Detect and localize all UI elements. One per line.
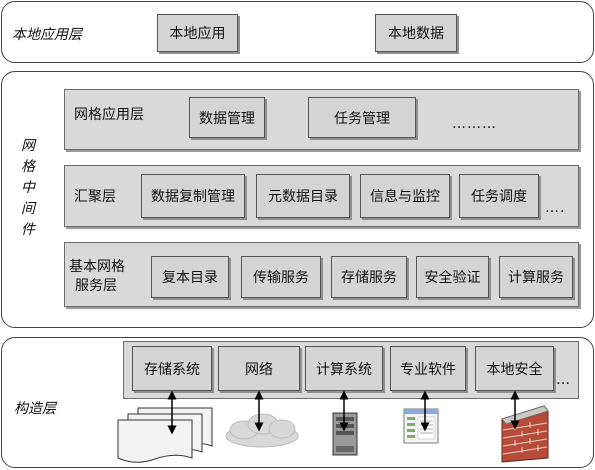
server-icon xyxy=(332,412,358,456)
fabric-layer-title: 构造层 xyxy=(14,401,56,417)
local-security-box: 本地安全 xyxy=(475,346,554,391)
data-management-box: 数据管理 xyxy=(189,97,265,138)
local-application-layer xyxy=(1,1,594,63)
grid-middleware-title-char: 中 xyxy=(21,180,35,196)
security-authentication-box: 安全验证 xyxy=(416,256,489,298)
basic-grid-services-band xyxy=(64,242,579,307)
task-scheduling-box: 任务调度 xyxy=(459,174,539,218)
documents-icon xyxy=(117,407,213,463)
information-monitoring-box: 信息与监控 xyxy=(360,174,450,218)
basic-grid-services-title-line1: 基本网格 xyxy=(69,259,125,275)
professional-software-box: 专业软件 xyxy=(390,346,466,391)
metadata-catalog-box: 元数据目录 xyxy=(256,174,350,218)
grid-middleware-title-char: 格 xyxy=(21,159,35,175)
cloud-icon xyxy=(225,413,299,448)
grid-application-band-title: 网格应用层 xyxy=(74,107,144,123)
local-application-layer-title: 本地应用层 xyxy=(12,27,82,43)
fabric-ellipsis: … xyxy=(556,372,571,388)
local-application-box: 本地应用 xyxy=(157,14,238,52)
grid-middleware-title-char: 件 xyxy=(21,222,35,238)
task-management-box: 任务管理 xyxy=(308,97,416,138)
aggregation-band-title: 汇聚层 xyxy=(74,189,116,205)
grid-middleware-title-char: 网 xyxy=(21,138,35,154)
local-data-box: 本地数据 xyxy=(375,14,457,52)
storage-service-box: 存储服务 xyxy=(331,256,407,298)
network-box: 网络 xyxy=(218,346,300,391)
firewall-icon xyxy=(501,405,549,463)
replica-catalog-box: 复本目录 xyxy=(151,256,229,298)
transfer-service-box: 传输服务 xyxy=(241,256,321,298)
aggregation-ellipsis: …. xyxy=(545,200,566,216)
grid-middleware-title: 网 格 中 间 件 xyxy=(20,136,36,241)
data-replication-management-box: 数据复制管理 xyxy=(141,174,245,218)
basic-grid-services-title-line2: 服务层 xyxy=(75,278,117,294)
grid-middleware-title-char: 间 xyxy=(21,201,35,217)
compute-service-box: 计算服务 xyxy=(499,256,573,298)
software-window-icon xyxy=(403,408,439,444)
grid-application-ellipsis: ……… xyxy=(452,116,497,132)
